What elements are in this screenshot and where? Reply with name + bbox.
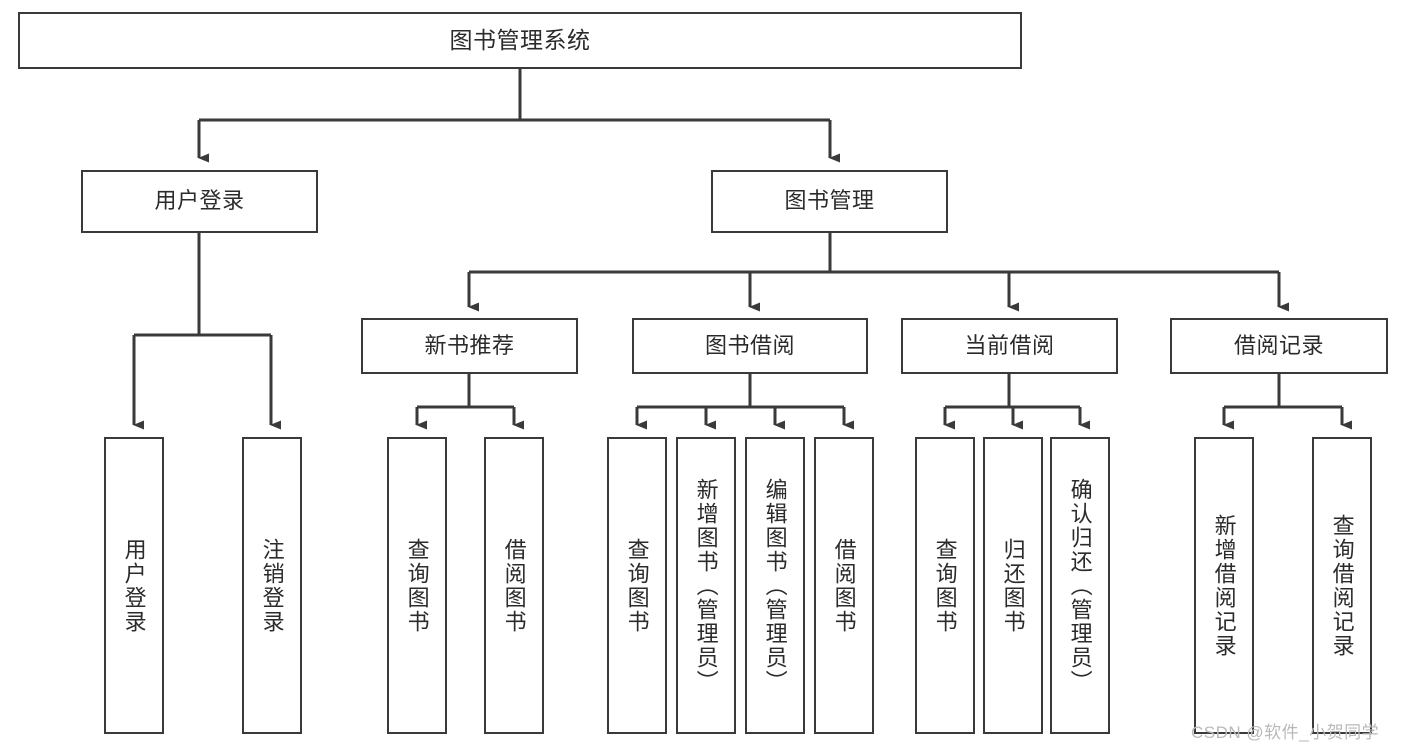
node-label: 查询图书	[624, 537, 650, 634]
node-book-management[interactable]: 图书管理	[711, 170, 948, 233]
node-label: 查询借阅记录	[1329, 513, 1355, 658]
node-leaf-new-book-borrow[interactable]: 借阅图书	[484, 437, 544, 734]
node-label: 用户登录	[154, 188, 245, 214]
node-label: 编辑图书（管理员）	[762, 477, 788, 694]
node-label: 查询图书	[932, 537, 958, 634]
node-leaf-user-login-signin[interactable]: 用户登录	[104, 437, 164, 734]
node-leaf-current-borrow-query[interactable]: 查询图书	[915, 437, 975, 734]
node-leaf-book-borrow-add[interactable]: 新增图书（管理员）	[676, 437, 736, 734]
csdn-watermark: CSDN @软件_小贺同学	[1191, 723, 1380, 742]
node-user-login[interactable]: 用户登录	[81, 170, 318, 233]
node-label: 借阅记录	[1233, 332, 1324, 358]
node-label: 图书管理	[784, 188, 875, 214]
node-label: 新书推荐	[424, 332, 515, 358]
node-label: 图书管理系统	[449, 26, 591, 53]
node-label: 新增图书（管理员）	[693, 477, 719, 694]
node-label: 查询图书	[404, 537, 430, 634]
node-label: 借阅图书	[831, 537, 857, 634]
node-leaf-user-login-signout[interactable]: 注销登录	[242, 437, 302, 734]
node-leaf-borrow-record-add[interactable]: 新增借阅记录	[1194, 437, 1254, 734]
node-label: 用户登录	[121, 537, 147, 634]
node-label: 图书借阅	[704, 332, 795, 358]
node-label: 注销登录	[259, 537, 285, 634]
node-leaf-book-borrow-query[interactable]: 查询图书	[607, 437, 667, 734]
node-root-book-management-system[interactable]: 图书管理系统	[18, 12, 1022, 69]
node-new-book-recommend[interactable]: 新书推荐	[361, 318, 578, 374]
node-leaf-current-borrow-confirm-return[interactable]: 确认归还（管理员）	[1050, 437, 1110, 734]
node-leaf-new-book-query[interactable]: 查询图书	[387, 437, 447, 734]
node-label: 归还图书	[1000, 537, 1026, 634]
node-leaf-book-borrow-edit[interactable]: 编辑图书（管理员）	[745, 437, 805, 734]
node-book-borrow[interactable]: 图书借阅	[632, 318, 868, 374]
node-label: 当前借阅	[964, 332, 1055, 358]
node-leaf-book-borrow-lend[interactable]: 借阅图书	[814, 437, 874, 734]
node-current-borrow[interactable]: 当前借阅	[901, 318, 1118, 374]
node-borrow-record[interactable]: 借阅记录	[1170, 318, 1388, 374]
node-label: 新增借阅记录	[1211, 513, 1237, 658]
node-label: 确认归还（管理员）	[1067, 477, 1093, 694]
node-leaf-borrow-record-query[interactable]: 查询借阅记录	[1312, 437, 1372, 734]
node-leaf-current-borrow-return[interactable]: 归还图书	[983, 437, 1043, 734]
node-label: 借阅图书	[501, 537, 527, 634]
